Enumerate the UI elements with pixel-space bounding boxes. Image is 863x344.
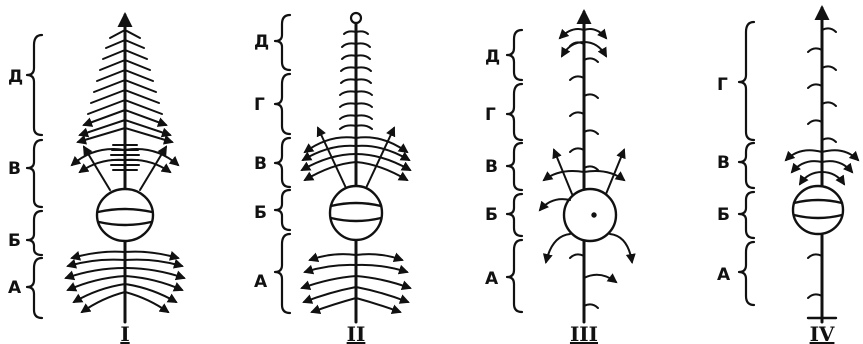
section-label: В (717, 153, 730, 173)
cell (330, 186, 382, 240)
apical-bud (351, 13, 361, 23)
section-label: Б (254, 203, 267, 223)
section-label: Г (485, 105, 496, 125)
section-label: Д (485, 47, 500, 67)
panel-3: Д Г В Б А (485, 12, 632, 344)
section-label: А (485, 269, 499, 289)
panel-4: Г В Б А IV (717, 8, 858, 344)
section-label: Г (254, 95, 265, 115)
section-label: В (8, 159, 21, 179)
panel-2-braces (275, 15, 290, 313)
section-label: В (485, 157, 498, 177)
section-label: А (8, 278, 22, 298)
panel-numeral: III (570, 322, 598, 344)
section-label: Г (717, 75, 728, 95)
panel-3-braces (507, 30, 522, 312)
panel-numeral: IV (810, 322, 835, 344)
section-label: А (254, 272, 268, 292)
panel-1: Д В Б А (8, 15, 184, 344)
section-label: Б (717, 205, 730, 225)
section-label: Б (485, 205, 498, 225)
section-label: Б (8, 231, 21, 251)
section-label: Д (254, 32, 269, 52)
panel-4-braces (739, 22, 754, 305)
section-label: А (717, 265, 731, 285)
cell (564, 189, 616, 241)
cell (97, 189, 153, 241)
panel-numeral: II (347, 322, 366, 344)
section-label: В (254, 154, 267, 174)
panel-2: Д Г В Б А (254, 13, 410, 344)
section-label: Д (8, 67, 23, 87)
panel-1-braces (27, 35, 42, 318)
panel-numeral: I (120, 322, 129, 344)
cell (793, 186, 843, 234)
